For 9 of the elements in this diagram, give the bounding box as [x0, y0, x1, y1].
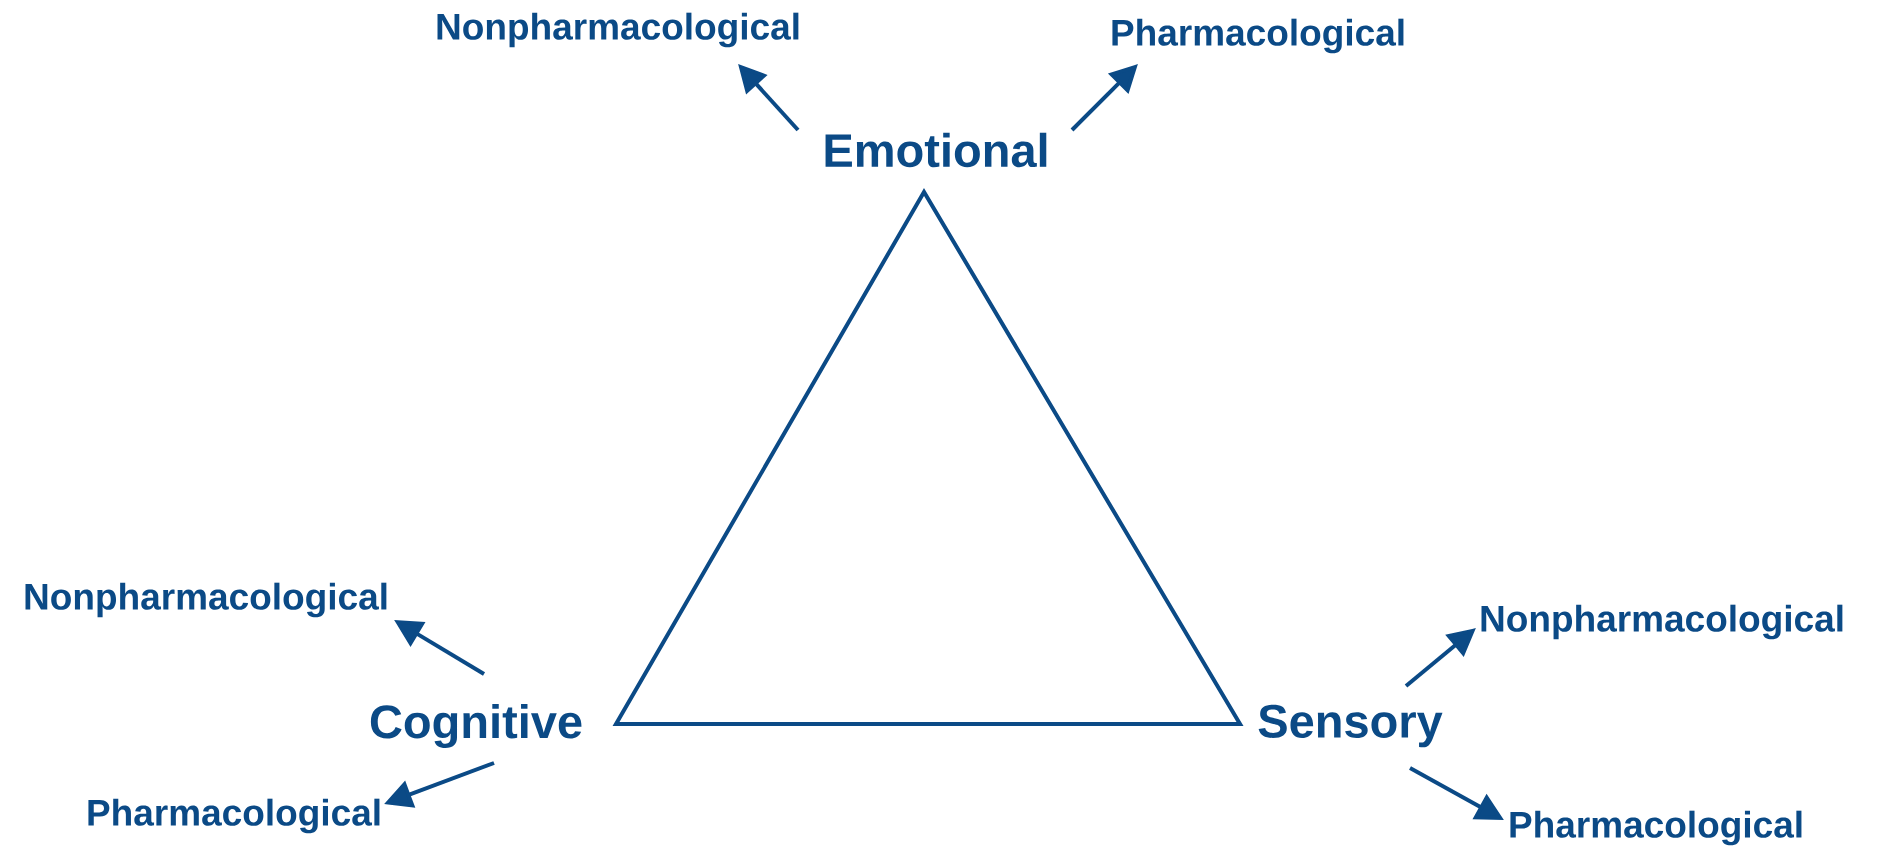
category-label: Sensory — [1258, 704, 1443, 748]
treatment-label: Nonpharmacological — [1481, 604, 1843, 640]
treatment-label: Nonpharmacological — [25, 582, 387, 618]
treatment-label: Nonpharmacological — [437, 12, 799, 48]
category-label: Cognitive — [370, 704, 582, 748]
treatment-label: Pharmacological — [1112, 18, 1404, 54]
category-label: Emotional — [825, 132, 1047, 168]
treatment-label: Pharmacological — [1510, 810, 1802, 846]
treatment-label: Pharmacological — [88, 798, 380, 834]
